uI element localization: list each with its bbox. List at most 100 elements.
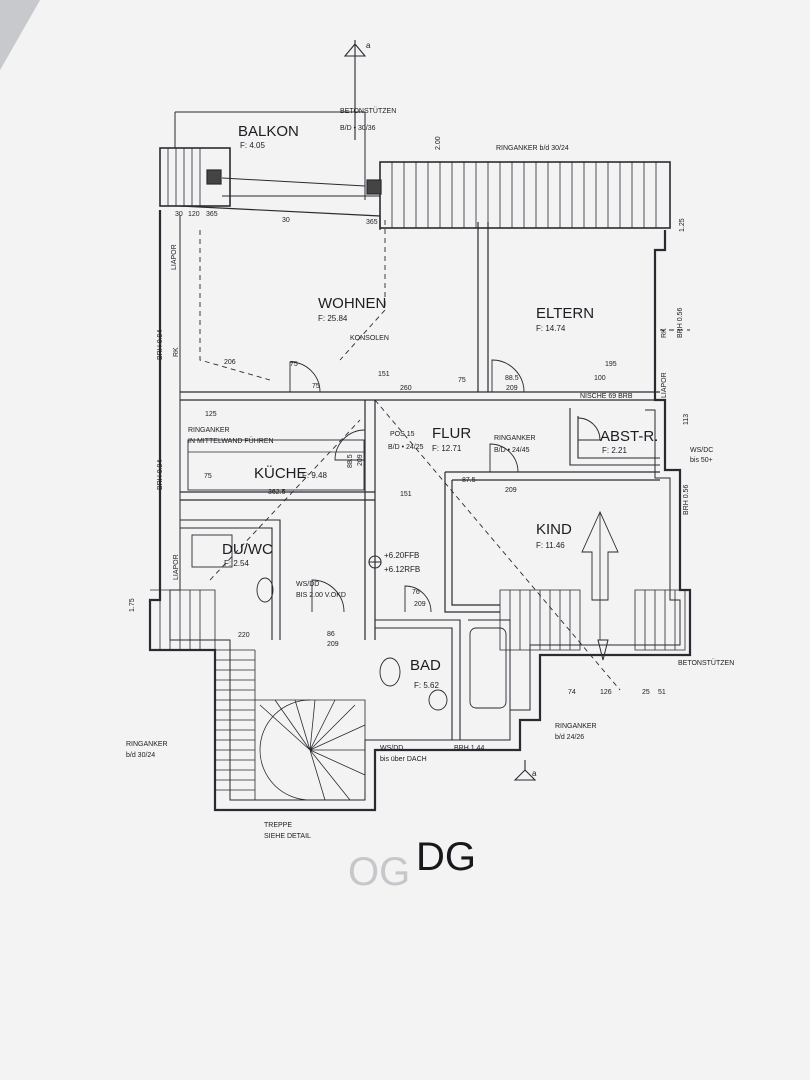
dim-label: 151 bbox=[378, 371, 390, 378]
note-betonstuetzen-top: BETONSTÜTZEN bbox=[340, 107, 396, 115]
note-treppe: TREPPE bbox=[264, 822, 292, 829]
note-treppe-detail: SIEHE DETAIL bbox=[264, 833, 311, 840]
note-brh-144: BRH.1.44 bbox=[454, 745, 484, 752]
area-kind: F: 11.46 bbox=[536, 541, 565, 550]
column-left bbox=[206, 169, 222, 185]
dim-label: 1.75 bbox=[129, 598, 136, 612]
stair-lines-left bbox=[215, 649, 256, 800]
dim-label: 1.25 bbox=[679, 218, 686, 232]
note-ws-dd-1: WS/DD bbox=[296, 581, 319, 588]
dim-label: 120 bbox=[188, 211, 200, 218]
area-bad: F: 5.62 bbox=[414, 681, 439, 690]
note-brh-094-1: BRH 0.94 bbox=[157, 330, 164, 360]
dim-label: 209 bbox=[357, 454, 364, 466]
dim-label: 365 bbox=[206, 211, 218, 218]
note-ringanker-bottom-right: RINGANKER bbox=[555, 723, 597, 730]
wc-bad bbox=[428, 689, 448, 711]
note-ws-dc: WS/DC bbox=[690, 447, 713, 454]
note-liapor-1: LIAPOR bbox=[171, 244, 178, 270]
dim-label: 30 bbox=[282, 217, 290, 224]
dim-label: 88.5 bbox=[505, 375, 519, 382]
dim-label: 151 bbox=[400, 491, 412, 498]
room-balkon: BALKON bbox=[238, 123, 299, 140]
dim-label: 30 bbox=[175, 211, 183, 218]
wall-flur-kind bbox=[444, 472, 500, 613]
bathtub bbox=[469, 627, 507, 709]
dim-label: 113 bbox=[683, 414, 690, 425]
note-ringanker-bottom-right-dim: b/d 24/26 bbox=[555, 734, 584, 741]
note-liapor-3: LIAPOR bbox=[661, 372, 668, 398]
dim-label: 75 bbox=[312, 383, 320, 390]
note-ws-dd-2b: bis über DACH bbox=[380, 756, 427, 763]
door-duwc bbox=[311, 579, 345, 613]
dimension-labels: 30 120 365 30 365 2.00 1.25 206 75 75 15… bbox=[129, 136, 690, 696]
dim-label: 25 bbox=[642, 689, 650, 696]
note-konsolen: KONSOLEN bbox=[350, 335, 389, 342]
section-mark-top: a bbox=[366, 41, 371, 50]
section-marker-top bbox=[343, 40, 367, 140]
note-ringanker-flur-dim: B/D • 24/45 bbox=[494, 447, 530, 454]
note-brh-056-2: BRH 0.56 bbox=[683, 485, 690, 515]
note-brh-056-1: BRH 0.56 bbox=[677, 308, 684, 338]
kitchen-counter bbox=[187, 439, 365, 491]
dim-label: 2.00 bbox=[435, 136, 442, 150]
stair-lines-right bbox=[150, 589, 686, 651]
note-ringanker-left: RINGANKER bbox=[126, 741, 168, 748]
room-flur: FLUR bbox=[432, 425, 471, 442]
note-ringanker-flur: RINGANKER bbox=[494, 435, 536, 442]
note-ws-dc-dim: bis 50+ bbox=[690, 457, 713, 464]
area-abst: F: 2.21 bbox=[602, 446, 627, 455]
dim-label: 209 bbox=[327, 641, 339, 648]
door-eltern bbox=[491, 359, 525, 393]
plan-drawing bbox=[148, 40, 692, 812]
spiral-stair bbox=[255, 699, 366, 801]
dim-label: 195 bbox=[605, 361, 617, 368]
balcony-rail bbox=[179, 205, 381, 230]
section-mark-bottom: a bbox=[532, 769, 537, 778]
top-wall-band bbox=[379, 161, 671, 229]
dim-label: 75 bbox=[290, 361, 298, 368]
room-bad: BAD bbox=[410, 657, 441, 674]
door-kind bbox=[489, 443, 519, 473]
dim-label: 86 bbox=[327, 631, 335, 638]
area-kueche: F: 9.48 bbox=[302, 471, 327, 480]
wall-kueche-bottom bbox=[180, 491, 375, 501]
wall-wohnen-eltern bbox=[477, 222, 489, 392]
north-arrow-right bbox=[597, 639, 609, 661]
dim-label: 206 bbox=[224, 359, 236, 366]
note-ws-dd-1b: BIS 2.00 V.OKD bbox=[296, 592, 346, 599]
door-wohnen bbox=[289, 361, 321, 393]
note-ringanker-top: RINGANKER b/d 30/24 bbox=[496, 145, 569, 152]
dim-label: 75 bbox=[458, 377, 466, 384]
dim-label: 74 bbox=[568, 689, 576, 696]
room-eltern: ELTERN bbox=[536, 305, 594, 322]
room-kind: KIND bbox=[536, 521, 572, 538]
note-nische: NISCHE 69 BRB bbox=[580, 393, 633, 400]
note-pos15: POS 15 bbox=[390, 431, 415, 438]
note-betonstuetzen-top-dim: B/D • 30/36 bbox=[340, 125, 376, 132]
floor-label: DG bbox=[416, 835, 476, 879]
dim-label: 209 bbox=[506, 385, 518, 392]
room-duwc: DU/WC bbox=[222, 541, 273, 558]
note-ws-dd-2: WS/DD bbox=[380, 745, 403, 752]
area-duwc: F: 2.54 bbox=[224, 559, 249, 568]
wall-wohnen-bottom bbox=[180, 391, 660, 401]
dim-label: 76 bbox=[412, 589, 420, 596]
note-pos15-dim: B/D • 24/25 bbox=[388, 444, 424, 451]
dim-label: 87.5 bbox=[462, 477, 476, 484]
dim-label: 125 bbox=[205, 411, 217, 418]
note-ringanker-kitchen-1: RINGANKER bbox=[188, 427, 230, 434]
area-wohnen: F: 25.84 bbox=[318, 314, 348, 323]
wall-kueche-flur bbox=[364, 400, 376, 640]
wc-duwc bbox=[256, 577, 274, 603]
dim-label: 209 bbox=[414, 601, 426, 608]
dim-label: 209 bbox=[505, 487, 517, 494]
dim-label: 100 bbox=[594, 375, 606, 382]
shower-tray bbox=[191, 534, 233, 568]
note-betonstuetzen-right: BETONSTÜTZEN bbox=[678, 659, 734, 667]
note-liapor-2: LIAPOR bbox=[173, 554, 180, 580]
door-abst bbox=[577, 417, 601, 441]
dashed-lines bbox=[199, 220, 690, 691]
